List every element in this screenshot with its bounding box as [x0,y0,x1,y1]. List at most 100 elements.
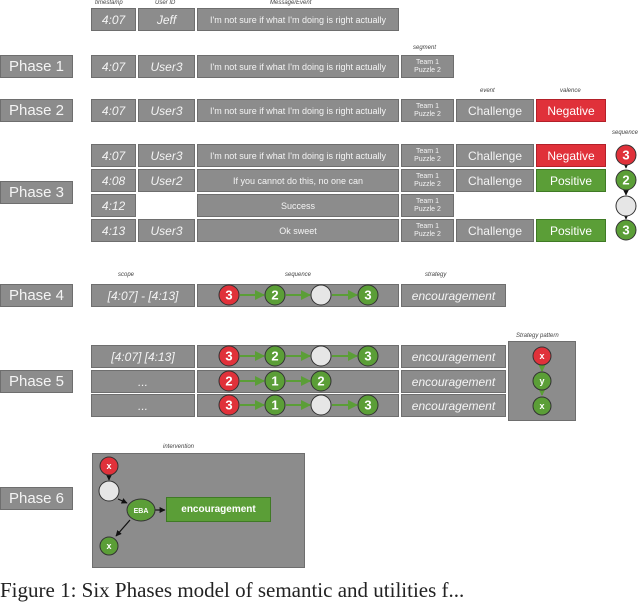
p5r1-node-2 [264,345,286,367]
segment-puzzle: Puzzle 2 [414,110,441,118]
p3-seq-node-empty [615,195,637,217]
p5r1-node-3-green [357,345,379,367]
p2-time: 4:07 [91,99,136,122]
p4-strategy: encouragement [401,284,506,307]
segment-puzzle: Puzzle 2 [414,180,441,188]
phase-4-label: Phase 4 [0,284,73,307]
p5r1-node-3-red [218,345,240,367]
p3-seq-node-2 [615,169,637,191]
phase-3-label: Phase 3 [0,181,73,204]
iv-node-x-red-label: x [106,461,111,471]
top-time: 4:07 [91,8,136,31]
p5-row3-strategy: encouragement [401,394,506,417]
p5r3-node-3-red-label: 3 [225,398,232,413]
iv-node-eba-label: EBA [134,508,149,515]
strategy-pattern-sequence: x y x [532,346,552,416]
sp-node-x-green [532,396,552,416]
iv-edge-eba-to-x [115,519,131,537]
p3-row3-time: 4:12 [91,194,136,217]
p5-row2-scope: ... [91,370,195,393]
p3-row4-event: Challenge [456,219,534,242]
p4-node-3-green [357,284,379,306]
header-segment: segment [413,45,437,51]
sp-node-x-red [532,346,552,366]
header-message: Message/Event [270,0,312,6]
p5r2-node-1 [264,370,286,392]
p5r1-node-3-red-label: 3 [225,349,232,364]
p3-row4-time: 4:13 [91,219,136,242]
segment-team: Team 1 [416,58,439,66]
top-user: Jeff [138,8,195,31]
p5r3-node-3-green-label: 3 [364,398,371,413]
sp-node-y-label: y [539,376,544,386]
p3-row1-valence: Negative [536,144,606,167]
p3-row2-message: If you cannot do this, no one can [197,169,399,192]
p6-encouragement-box: encouragement [166,497,271,522]
p2-user: User3 [138,99,195,122]
p3-row1-time: 4:07 [91,144,136,167]
segment-team: Team 1 [416,222,439,230]
p3-seq-node-3-red [615,144,637,166]
segment-puzzle: Puzzle 2 [414,230,441,238]
header-user-id: User ID [155,0,176,6]
iv-edge-empty-to-eba [117,498,128,504]
iv-node-x-green-label: x [106,541,111,551]
p6-encouragement-label: encouragement [181,504,256,515]
iv-node-x-green [99,536,119,556]
phase-1-label: Phase 1 [0,55,73,78]
p3-seq-node-3-green [615,219,637,241]
p5-row1-strategy: encouragement [401,345,506,368]
p3-seq-node-2-label: 2 [622,173,629,188]
p5r2-node-2-red [218,370,240,392]
p5r3-node-empty [310,394,332,416]
p4-node-2-label: 2 [271,288,278,303]
p4-node-2 [264,284,286,306]
p3-row1-user: User3 [138,144,195,167]
p3-row1-event: Challenge [456,144,534,167]
p3-row4-message: Ok sweet [197,219,399,242]
p3-row2-valence: Positive [536,169,606,192]
p5r1-node-empty [310,345,332,367]
segment-team: Team 1 [416,172,439,180]
p3-row1-message: I'm not sure if what I'm doing is right … [197,144,399,167]
p5-row1-sequence: 3 2 3 [218,345,379,367]
p3-row4-valence: Positive [536,219,606,242]
p5-row2-strategy: encouragement [401,370,506,393]
p4-scope: [4:07] - [4:13] [91,284,195,307]
header-scope: scope [118,272,135,278]
header-event: event [480,88,495,94]
intervention-graph: x EBA x [98,456,166,556]
p3-row2-event: Challenge [456,169,534,192]
p5r2-node-2-green-label: 2 [317,374,324,389]
header-intervention: intervention [163,444,195,450]
p2-event: Challenge [456,99,534,122]
phase-5-label: Phase 5 [0,370,73,393]
iv-node-x-red [99,456,119,476]
header-sequence-right: sequence [612,130,639,136]
p5r1-node-2-label: 2 [271,349,278,364]
p1-time: 4:07 [91,55,136,78]
header-strategy-pattern: Strategy pattern [516,333,559,339]
p5-row3-sequence: 3 1 3 [218,394,379,416]
p4-node-empty [310,284,332,306]
sp-node-x-red-label: x [539,351,544,361]
sp-node-x-green-label: x [539,401,544,411]
p3-seq-node-3-green-label: 3 [622,223,629,238]
phase-6-label: Phase 6 [0,487,73,510]
iv-node-eba [126,498,156,522]
p5r3-node-3-red [218,394,240,416]
p1-message: I'm not sure if what I'm doing is right … [197,55,399,78]
p4-node-3-red [218,284,240,306]
p5r2-node-2-red-label: 2 [225,374,232,389]
figure-caption: Figure 1: Six Phases model of semantic a… [0,578,465,602]
header-sequence: sequence [285,272,312,278]
p5r1-node-3-green-label: 3 [364,349,371,364]
p5r2-node-2-green [310,370,332,392]
segment-puzzle: Puzzle 2 [414,66,441,74]
segment-team: Team 1 [416,102,439,110]
